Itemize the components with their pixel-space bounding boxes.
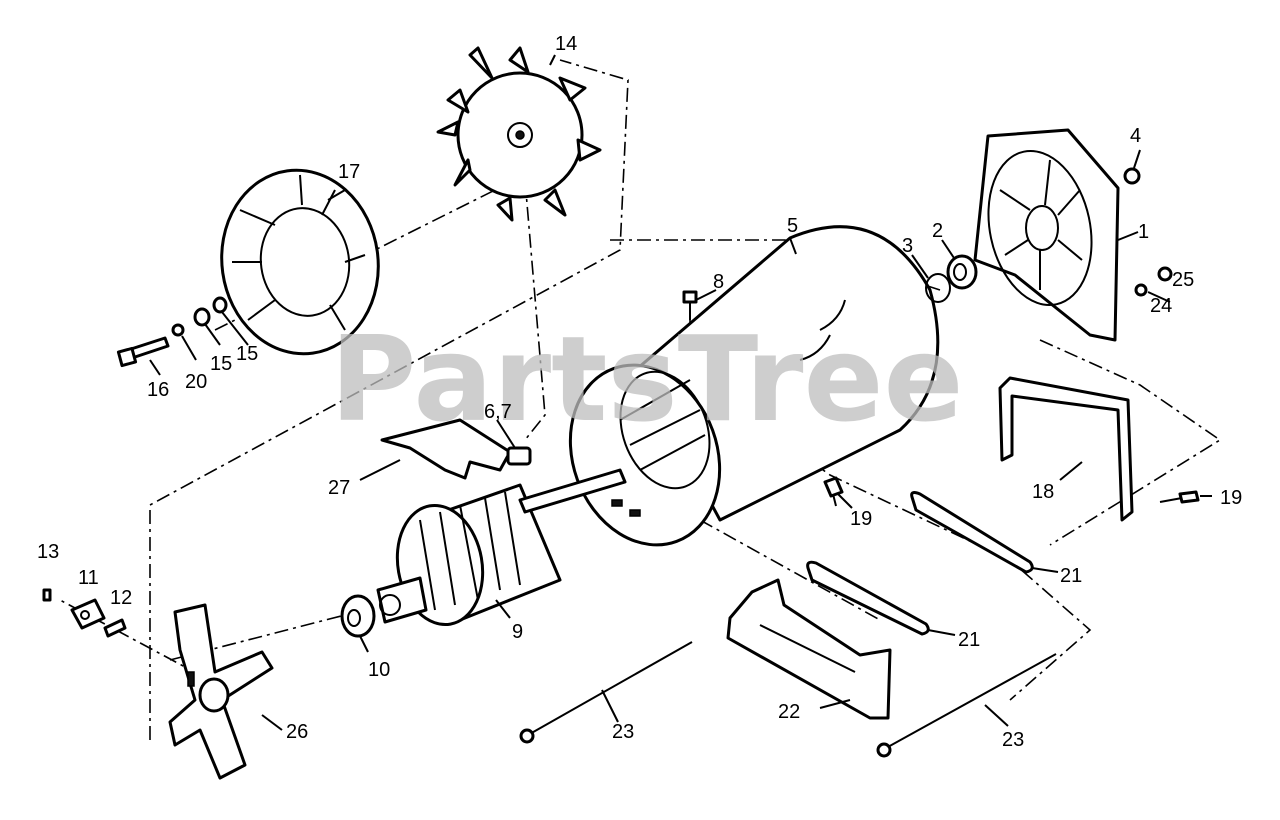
part-26-end-bell: [168, 603, 274, 780]
part-8-screw: [682, 290, 698, 320]
callout-15a: 15: [210, 353, 232, 375]
part-10-bearing: [340, 594, 376, 638]
part-16-bolt: [116, 336, 170, 368]
part-27-bracket: [380, 418, 512, 480]
part-15-washer-a: [193, 307, 211, 327]
part-4-nut: [1123, 167, 1141, 185]
part-19-bolt-a: [823, 476, 844, 507]
callout-10: 10: [368, 659, 390, 681]
callout-15b: 15: [236, 343, 258, 365]
watermark-text: PartsTree: [330, 310, 964, 448]
callout-23b: 23: [1002, 729, 1024, 751]
part-11-terminal: [70, 598, 106, 630]
part-20-lockwasher: [171, 323, 185, 337]
callout-2: 2: [932, 220, 943, 242]
callout-labels: 14 17 16 20 15 15 5 8 3 2 4 1 25 24 6,7 …: [37, 33, 1242, 751]
callout-1: 1: [1138, 221, 1149, 243]
part-25-nut: [1157, 266, 1173, 282]
callout-16: 16: [147, 379, 169, 401]
callout-4: 4: [1130, 125, 1141, 147]
part-24-washer: [1134, 283, 1148, 297]
part-2-bearing: [946, 254, 978, 290]
callout-11: 11: [78, 567, 99, 589]
callout-26: 26: [286, 721, 308, 743]
callout-12: 12: [110, 587, 132, 609]
part-12-screw: [103, 618, 127, 638]
part-5-stator-housing: [568, 225, 940, 547]
part-17-shroud: [220, 168, 380, 356]
part-23-tie-rod-b: [876, 653, 1057, 758]
callout-9: 9: [512, 621, 523, 643]
callout-8: 8: [713, 271, 724, 293]
callout-22: 22: [778, 701, 800, 723]
callout-13: 13: [37, 541, 59, 563]
part-18-frame: [998, 376, 1134, 522]
part-19-bolt-b: [1159, 490, 1200, 504]
part-22-base-plate: [726, 578, 892, 720]
callout-17: 17: [338, 161, 360, 183]
callout-3: 3: [902, 235, 913, 257]
part-21-strap-b: [806, 560, 930, 636]
leader-lines: [149, 54, 1212, 731]
callout-19a: 19: [850, 508, 872, 530]
callout-24: 24: [1150, 295, 1172, 317]
part-23-tie-rod-a: [519, 641, 693, 744]
part-1-end-plate: [973, 128, 1120, 342]
part-15-washer-b: [212, 296, 228, 314]
callout-5: 5: [787, 215, 798, 237]
callout-23a: 23: [612, 721, 634, 743]
part-14-fan: [436, 46, 602, 222]
callout-21b: 21: [958, 629, 980, 651]
callout-14: 14: [555, 33, 577, 55]
part-9-rotor: [376, 468, 627, 627]
part-67-brush: [506, 446, 532, 466]
callout-25: 25: [1172, 269, 1194, 291]
callout-6-7: 6,7: [484, 401, 512, 423]
callout-19b: 19: [1220, 487, 1242, 509]
callout-20: 20: [185, 371, 207, 393]
callout-18: 18: [1032, 481, 1054, 503]
part-21-strap-a: [910, 491, 1034, 574]
part-13-screw: [42, 588, 52, 602]
callout-21a: 21: [1060, 565, 1082, 587]
part-3-retaining-ring: [925, 273, 951, 303]
callout-27: 27: [328, 477, 350, 499]
